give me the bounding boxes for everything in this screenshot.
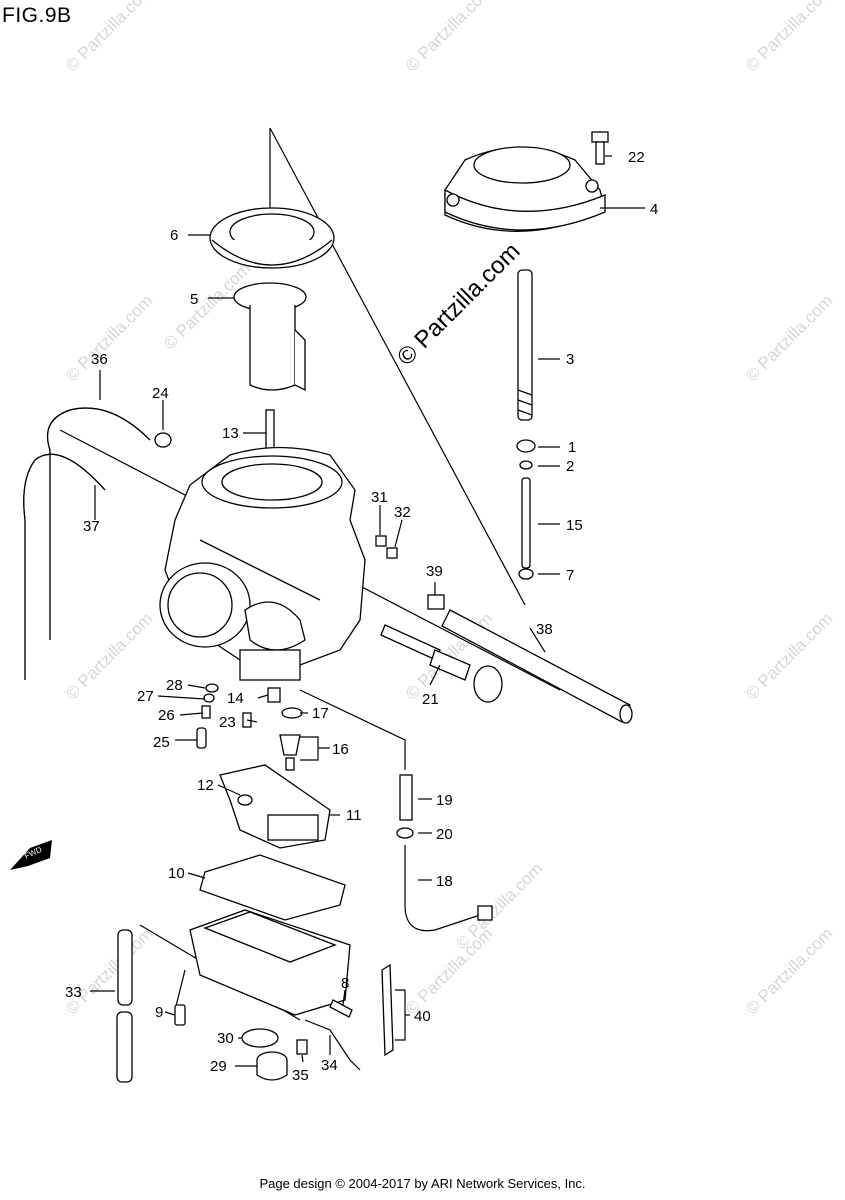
callout-23: 23 (219, 714, 236, 731)
guide-line (299, 689, 406, 770)
fitting-part (427, 594, 445, 610)
callout-2: 2 (566, 458, 574, 475)
needle-valve-part (285, 757, 295, 771)
callout-40: 40 (414, 1008, 431, 1025)
callouts: 1 2 3 4 5 6 7 8 9 10 11 12 13 14 15 16 1… (65, 149, 658, 1084)
footer-copyright: Page design © 2004-2017 by ARI Network S… (259, 1176, 586, 1191)
washer-part (519, 460, 533, 470)
carburetor-body-part (159, 446, 366, 681)
jet-needle-part (517, 269, 533, 421)
screw-part (329, 999, 353, 1018)
callout-4: 4 (650, 201, 658, 218)
callout-21: 21 (422, 691, 439, 708)
callout-34: 34 (321, 1057, 338, 1074)
callout-5: 5 (190, 291, 198, 308)
callout-17: 17 (312, 705, 329, 722)
o-ring-part (205, 683, 219, 693)
float-bowl-part (189, 909, 351, 1016)
callout-11: 11 (346, 807, 362, 824)
callout-15: 15 (566, 517, 583, 534)
screw-part (196, 727, 207, 749)
callout-20: 20 (436, 826, 453, 843)
callout-14: 14 (227, 690, 244, 707)
diaphragm-part (209, 207, 335, 269)
callout-13: 13 (222, 425, 239, 442)
needle-valve-part (279, 734, 301, 756)
jet-part (267, 687, 281, 703)
callout-33: 33 (65, 984, 82, 1001)
drain-plug-part (256, 1051, 288, 1081)
guide-line (269, 127, 526, 606)
figure-title: FIG.9B (2, 4, 72, 27)
o-ring-part (281, 707, 303, 719)
screw-part (296, 1039, 308, 1055)
callout-9: 9 (155, 1004, 163, 1021)
lever-part (304, 1019, 361, 1071)
callout-31: 31 (371, 489, 388, 506)
screw-part (375, 535, 387, 547)
callout-28: 28 (166, 677, 183, 694)
callout-7: 7 (566, 567, 574, 584)
screw-part (591, 131, 609, 165)
callout-30: 30 (217, 1030, 234, 1047)
callout-39: 39 (426, 563, 443, 580)
cable-part (404, 845, 481, 932)
leader-lines (90, 155, 645, 1067)
callout-10: 10 (168, 865, 185, 882)
gasket-part (199, 854, 346, 921)
tube-part (117, 929, 133, 1006)
callout-37: 37 (83, 518, 100, 535)
clamp-part (381, 963, 394, 1057)
callout-3: 3 (566, 351, 574, 368)
washer-part (396, 827, 414, 839)
spring-part (201, 705, 211, 719)
callout-24: 24 (152, 385, 169, 402)
washer-part (203, 693, 215, 703)
cable-fitting-part (477, 905, 493, 921)
callout-26: 26 (158, 707, 175, 724)
fwd-arrow-icon: FWD (10, 840, 52, 870)
callout-38: 38 (536, 621, 553, 638)
callout-29: 29 (210, 1058, 227, 1075)
guide-line (174, 969, 186, 1011)
tube-part (116, 1011, 133, 1083)
callout-8: 8 (341, 975, 349, 992)
callout-32: 32 (394, 504, 411, 521)
starter-plunger-part (380, 624, 503, 703)
pipe-part (441, 609, 633, 724)
float-part (219, 764, 331, 849)
clip-part (154, 432, 172, 448)
callout-18: 18 (436, 873, 453, 890)
callout-19: 19 (436, 792, 453, 809)
spring-seat-part (518, 568, 534, 580)
hose-part (23, 453, 106, 680)
callout-12: 12 (197, 777, 214, 794)
screw-part (174, 1004, 186, 1026)
spring-part (399, 774, 413, 821)
top-cap-part (444, 146, 606, 232)
needle-part (521, 477, 531, 569)
callout-35: 35 (292, 1067, 309, 1084)
screw-part (386, 547, 398, 559)
hose-part (46, 407, 151, 640)
piston-part (233, 282, 307, 392)
callout-36: 36 (91, 351, 108, 368)
o-ring-part (241, 1028, 279, 1048)
callout-27: 27 (137, 688, 154, 705)
callout-25: 25 (153, 734, 170, 751)
callout-16: 16 (332, 741, 349, 758)
callout-22: 22 (628, 149, 645, 166)
hose-part (23, 453, 106, 680)
e-ring-part (516, 439, 536, 453)
callout-6: 6 (170, 227, 178, 244)
callout-1: 1 (568, 439, 576, 456)
